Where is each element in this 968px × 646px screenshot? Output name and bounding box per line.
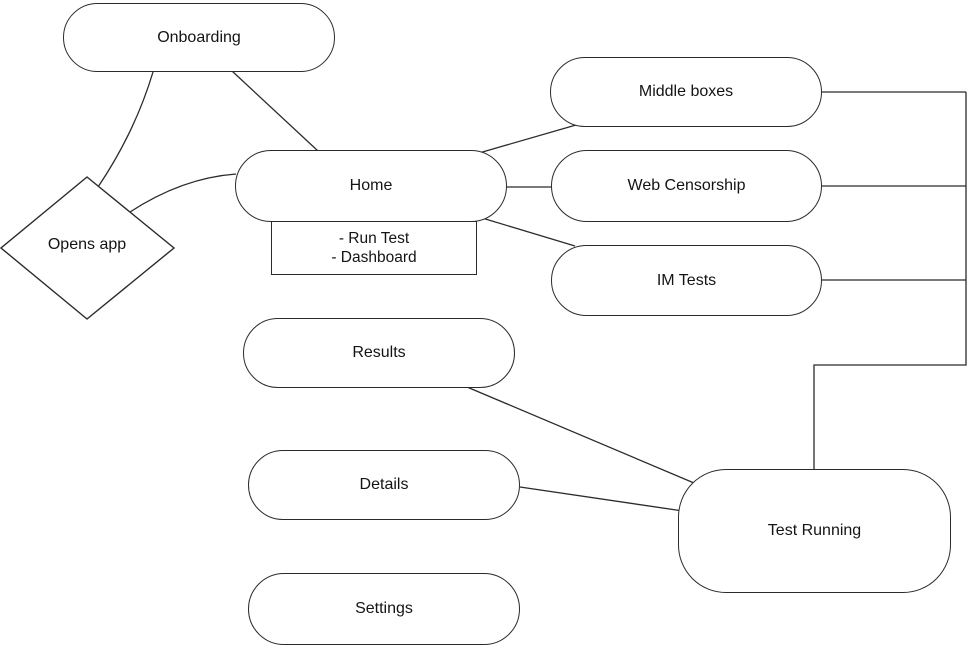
node-im-tests-label: IM Tests <box>656 271 717 289</box>
home-note-line-2: - Dashboard <box>331 249 417 266</box>
node-im-tests: IM Tests <box>551 245 822 316</box>
edge-onboarding-opens-app <box>97 71 154 188</box>
node-opens-app-diamond <box>0 176 176 320</box>
node-middle-boxes: Middle boxes <box>550 57 822 127</box>
node-results: Results <box>243 318 515 388</box>
node-settings: Settings <box>248 573 520 645</box>
edge-rail-test-running <box>813 92 967 470</box>
node-opens-app-label: Opens app <box>47 236 127 253</box>
edge-opens-app-home <box>129 173 237 213</box>
node-onboarding-label: Onboarding <box>157 28 241 46</box>
edge-home-im-tests <box>481 217 576 247</box>
node-home: Home <box>235 150 507 222</box>
node-web-censorship: Web Censorship <box>551 150 822 222</box>
node-details: Details <box>248 450 520 520</box>
node-results-label: Results <box>352 344 406 361</box>
node-middle-boxes-label: Middle boxes <box>638 83 734 100</box>
node-details-label: Details <box>359 476 409 493</box>
node-home-label: Home <box>349 177 393 194</box>
home-note-line-1: - Run Test <box>338 230 410 247</box>
node-test-running-label: Test Running <box>767 522 862 539</box>
edge-home-middle-boxes <box>478 124 577 154</box>
edge-details-test-running <box>519 486 684 512</box>
edge-onboarding-home <box>231 70 319 152</box>
edge-results-test-running <box>466 386 695 484</box>
node-onboarding: Onboarding <box>63 3 335 72</box>
node-test-running: Test Running <box>678 469 951 593</box>
node-web-censorship-label: Web Censorship <box>627 177 746 194</box>
home-note-box: - Run Test - Dashboard <box>271 221 477 275</box>
node-settings-label: Settings <box>355 600 413 617</box>
